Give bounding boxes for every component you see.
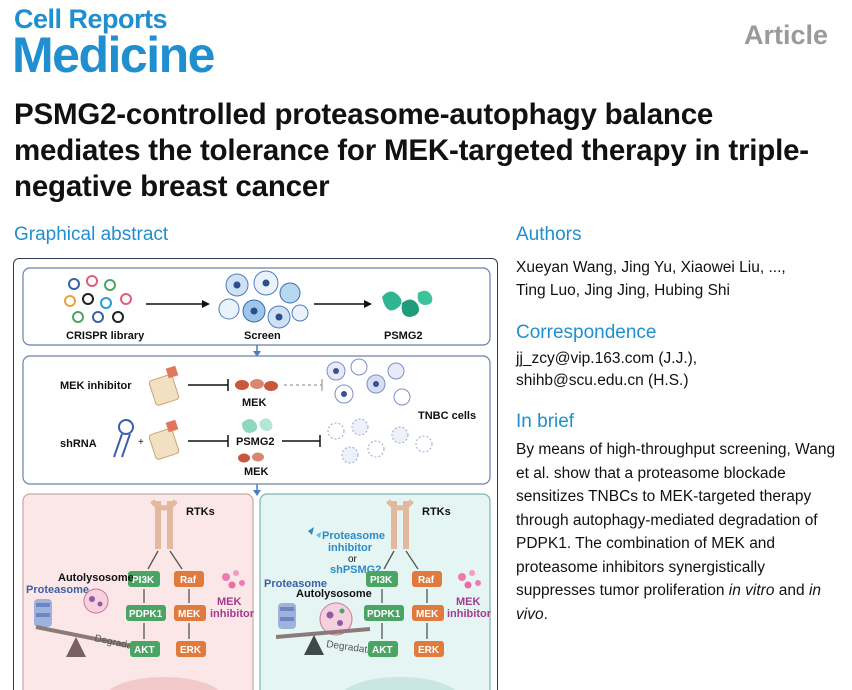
node-pdpk1-right	[364, 605, 404, 621]
graphical-abstract-figure: CRISPR library Screen PSMG2 MEK inhibito…	[13, 258, 498, 690]
graphical-abstract-heading: Graphical abstract	[14, 224, 169, 245]
node-raf-right	[412, 571, 442, 587]
label-mek-2: MEK	[244, 466, 269, 478]
cell-cluster-icon	[218, 270, 309, 329]
in-brief-main: By means of high-throughput screening, W…	[516, 441, 836, 599]
authors-heading: Authors	[516, 224, 582, 245]
arrow-icon	[202, 300, 210, 308]
svg-text:PDPK1: PDPK1	[129, 609, 163, 620]
authors-line2: Ting Luo, Jing Jing, Hubing Shi	[516, 282, 730, 299]
balance-scale-icon	[35, 625, 137, 657]
label-autolysosome-right: Autolysosome	[296, 588, 372, 600]
node-mek-right	[412, 605, 444, 621]
label-mek-inhibitor-right-2: inhibitor	[447, 608, 492, 620]
in-brief-in-vitro: in vitro	[728, 582, 775, 599]
label-proteasome-inhibitor-2: inhibitor	[328, 542, 373, 554]
label-mek-inhibitor-right-1: MEK	[456, 596, 481, 608]
tnbc-cells-lower-icon	[327, 418, 433, 464]
balance-scale-icon	[275, 627, 371, 655]
label-shrna: shRNA	[60, 438, 97, 450]
correspondence-email-1[interactable]: jj_zcy@vip.163.com (J.J.),	[516, 350, 698, 367]
authors-line1: Xueyan Wang, Jing Yu, Xiaowei Liu, ...,	[516, 259, 786, 276]
svg-text:MEK: MEK	[416, 609, 439, 620]
paper-title: PSMG2-controlled proteasome-autophagy ba…	[14, 98, 809, 203]
svg-text:AKT: AKT	[372, 645, 393, 656]
mek-protein-icon	[238, 452, 264, 463]
mek-inhibitor-dots-icon	[458, 570, 481, 589]
proteasome-icon	[278, 603, 296, 629]
shrna-hairpin-icon	[113, 419, 134, 458]
svg-text:PI3K: PI3K	[132, 575, 155, 586]
autolysosome-icon	[319, 602, 353, 636]
correspondence-heading: Correspondence	[516, 322, 657, 343]
label-mek-inhibitor-left-1: MEK	[217, 596, 242, 608]
crispr-library-icon	[64, 275, 132, 323]
node-raf-left	[174, 571, 204, 587]
node-pdpk1-left	[126, 605, 166, 621]
label-proteasome-inhibitor-1: Proteasome	[322, 530, 385, 542]
psmg2-protein-icon	[382, 290, 433, 317]
rtk-receptor-icon	[386, 499, 414, 549]
svg-text:Raf: Raf	[418, 575, 435, 586]
label-psmg2-top: PSMG2	[384, 330, 423, 342]
arrow-icon	[364, 300, 372, 308]
in-brief-period: .	[543, 605, 548, 623]
journal-logo-line1: Cell Reports	[14, 4, 168, 34]
node-akt-left	[130, 641, 160, 657]
label-rtks-left: RTKs	[186, 506, 215, 518]
node-mek-left	[174, 605, 206, 621]
drug-vial-icon	[148, 365, 180, 406]
label-plus: +	[138, 437, 144, 448]
in-brief-text: By means of high-throughput screening, W…	[516, 438, 838, 626]
node-pi3k-left	[128, 571, 160, 587]
psmg2-faded-icon	[242, 418, 273, 433]
label-psmg2-mid: PSMG2	[236, 436, 275, 448]
node-erk-left	[176, 641, 206, 657]
label-proteasome-right: Proteasome	[264, 578, 327, 590]
mek-inhibitor-dots-icon	[222, 570, 245, 589]
autolysosome-icon	[83, 588, 109, 614]
journal-logo-line2: Medicine	[12, 27, 215, 83]
label-proteasome-left: Proteasome	[26, 584, 89, 596]
label-crispr-library: CRISPR library	[66, 330, 145, 342]
label-screen: Screen	[244, 330, 281, 342]
node-pi3k-right	[366, 571, 398, 587]
svg-text:MEK: MEK	[178, 609, 201, 620]
correspondence-email-2[interactable]: shihb@scu.edu.cn (H.S.)	[516, 372, 689, 389]
svg-text:ERK: ERK	[418, 645, 440, 656]
label-rtks-right: RTKs	[422, 506, 451, 518]
svg-text:PI3K: PI3K	[370, 575, 393, 586]
svg-text:Raf: Raf	[180, 575, 197, 586]
label-mek-1: MEK	[242, 397, 267, 409]
panel-mechanism-right	[259, 493, 491, 690]
proteasome-icon	[34, 599, 52, 627]
in-brief-heading: In brief	[516, 411, 575, 432]
drug-vial-icon	[148, 419, 180, 460]
in-brief-and: and	[774, 582, 809, 599]
svg-text:AKT: AKT	[134, 645, 155, 656]
svg-text:ERK: ERK	[180, 645, 202, 656]
node-erk-right	[414, 641, 444, 657]
svg-text:PDPK1: PDPK1	[367, 609, 401, 620]
rtk-receptor-icon	[150, 499, 178, 549]
mek-protein-icon	[235, 379, 278, 391]
tnbc-cells-upper-icon	[326, 358, 411, 406]
node-akt-right	[368, 641, 398, 657]
label-tnbc-cells: TNBC cells	[418, 410, 476, 422]
label-mek-inhibitor: MEK inhibitor	[60, 380, 132, 392]
label-or: or	[348, 554, 358, 565]
label-mek-inhibitor-left-2: inhibitor	[210, 608, 255, 620]
article-type-tag: Article	[743, 20, 828, 50]
inhibitor-drops-icon	[308, 527, 321, 538]
label-autolysosome-left: Autolysosome	[58, 572, 134, 584]
in-brief-in-vivo: in vivo	[516, 582, 822, 623]
